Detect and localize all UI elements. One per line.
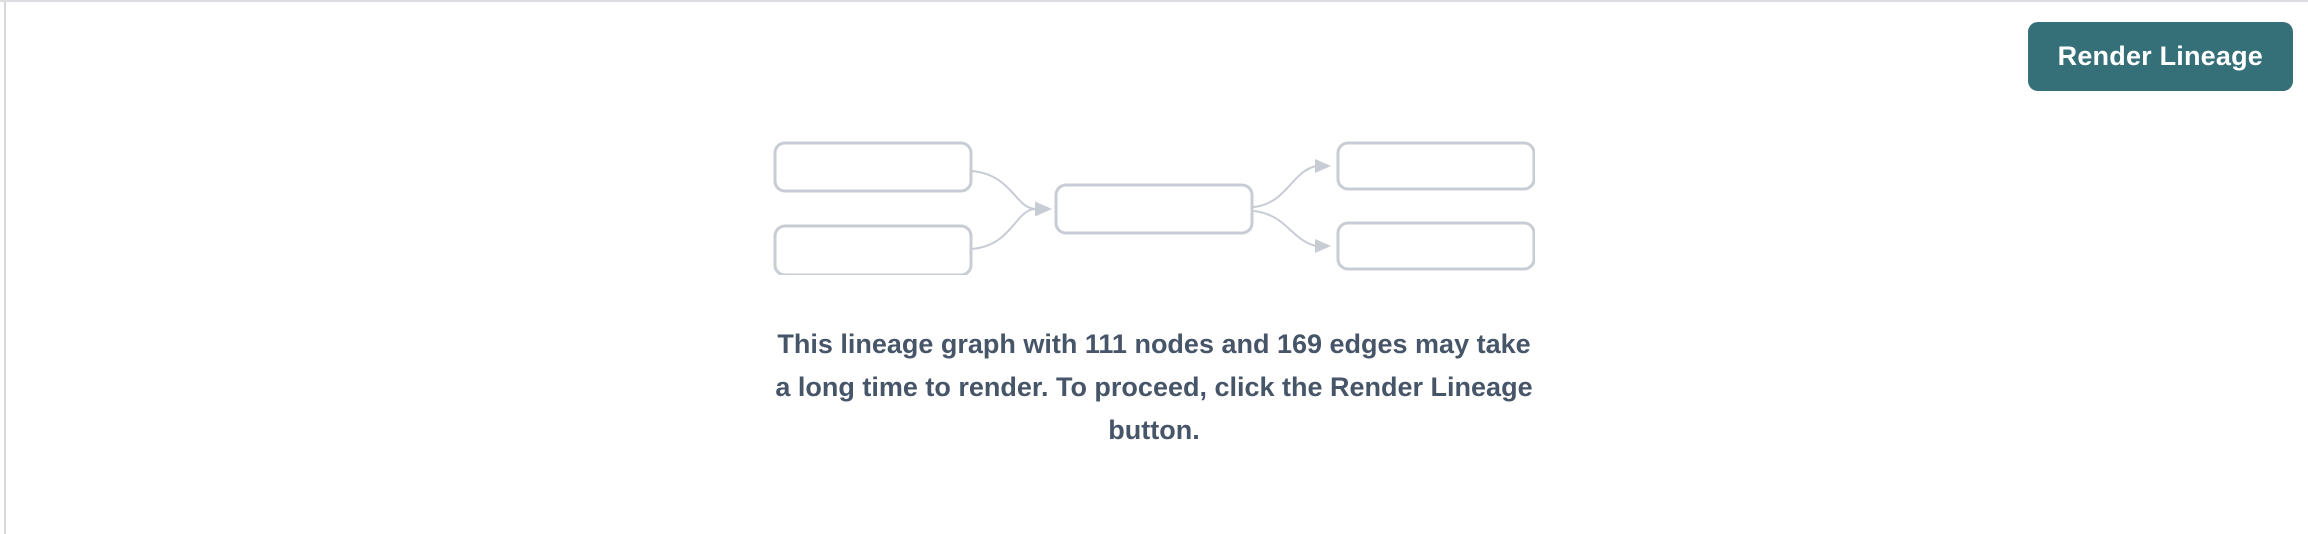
graph-node-downstream-1	[1336, 141, 1535, 191]
graph-edge-upstream-bottom	[971, 208, 1037, 250]
edge-arrowhead-downstream-top	[1315, 159, 1331, 173]
graph-edge-downstream-bottom	[1253, 210, 1317, 247]
graph-node-upstream-2	[773, 224, 973, 275]
render-lineage-button[interactable]: Render Lineage	[2027, 22, 2293, 91]
edge-arrowhead-center	[1035, 201, 1052, 217]
lineage-empty-state: This lineage graph with 111 nodes and 16…	[0, 135, 2308, 452]
message-line: button.	[1108, 415, 1200, 445]
message-line: This lineage graph with 111 nodes and 16…	[777, 329, 1531, 359]
message-line: a long time to render. To proceed, click…	[775, 372, 1533, 402]
lineage-graph-illustration	[773, 141, 1535, 275]
graph-node-center	[1054, 183, 1254, 235]
graph-node-upstream-1	[773, 141, 973, 193]
pane-divider	[4, 2, 6, 534]
graph-edge-upstream-top	[971, 170, 1037, 210]
graph-node-downstream-2	[1336, 221, 1535, 271]
render-warning-message: This lineage graph with 111 nodes and 16…	[775, 323, 1532, 452]
graph-edge-downstream-top	[1253, 165, 1317, 208]
edge-arrowhead-downstream-bottom	[1315, 239, 1331, 253]
